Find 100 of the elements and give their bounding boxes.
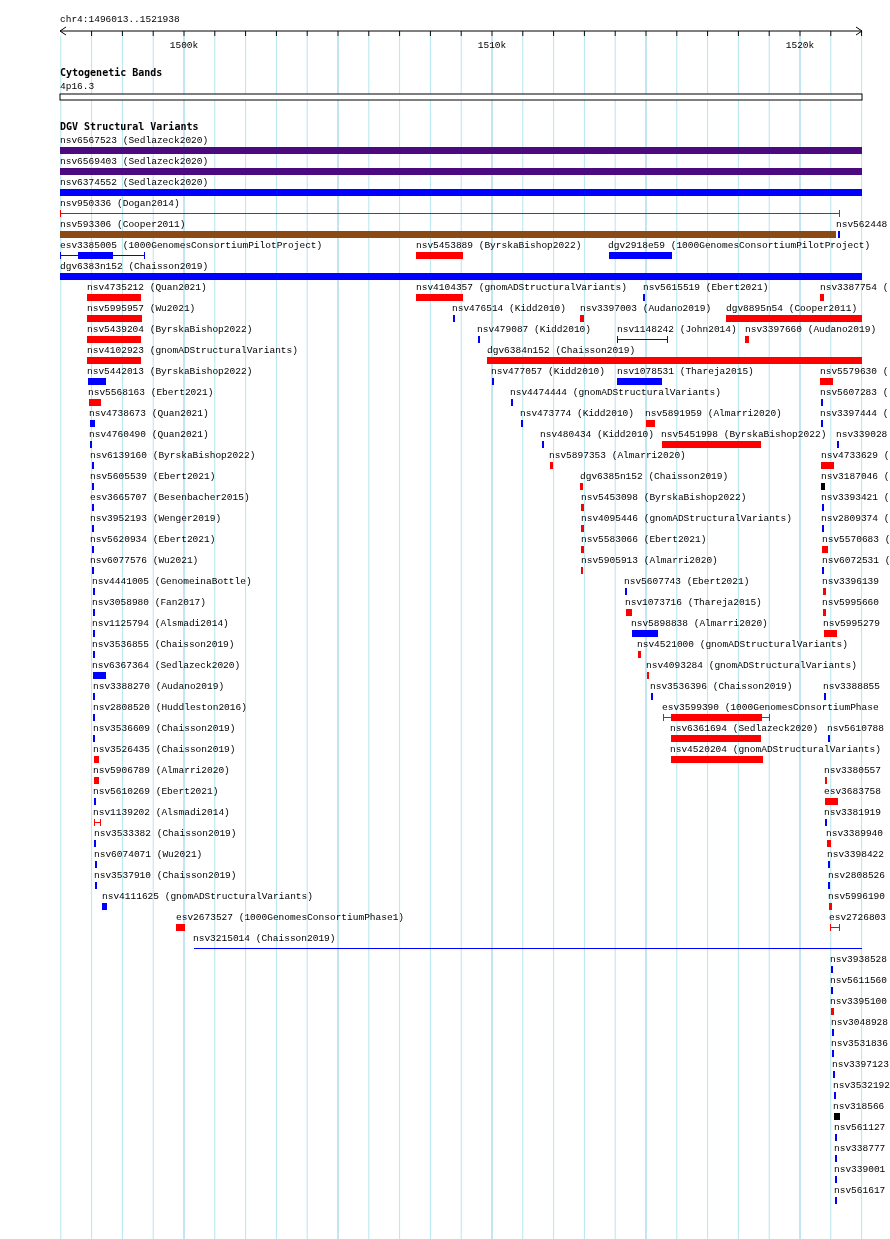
feature-label: nsv4474444 (gnomADStructuralVariants) xyxy=(510,387,721,398)
feature-label: nsv338777 xyxy=(834,1143,886,1154)
feature-label: nsv6077576 (Wu2021) xyxy=(90,555,199,566)
feature-label: nsv1073716 (Thareja2015) xyxy=(625,597,762,608)
feature-label: nsv3397003 (Audano2019) xyxy=(580,303,712,314)
feature-label: nsv3393421 ( xyxy=(821,492,890,503)
feature-label: dgv2918e59 (1000GenomesConsortiumPilotProject) xyxy=(608,240,871,251)
feature-label: nsv5610788 xyxy=(827,723,884,734)
feature-label: nsv3058980 (Fan2017) xyxy=(92,597,207,608)
feature-label: nsv4735212 (Quan2021) xyxy=(87,282,207,293)
feature-label: dgv8895n54 (Cooper2011) xyxy=(726,303,858,314)
feature-label: nsv6361694 (Sedlazeck2020) xyxy=(670,723,819,734)
feature-label: nsv3536396 (Chaisson2019) xyxy=(650,681,793,692)
feature-label: nsv479087 (Kidd2010) xyxy=(477,324,592,335)
feature-label: esv3385005 (1000GenomesConsortiumPilotProject) xyxy=(60,240,323,251)
feature-label: dgv6384n152 (Chaisson2019) xyxy=(487,345,636,356)
feature-label: nsv3536855 (Chaisson2019) xyxy=(92,639,235,650)
feature-label: nsv950336 (Dogan2014) xyxy=(60,198,180,209)
feature-label: nsv4521000 (gnomADStructuralVariants) xyxy=(637,639,848,650)
tick-label: 1510k xyxy=(477,40,507,51)
feature-label: nsv3952193 (Wenger2019) xyxy=(90,513,222,524)
feature-label: nsv3048928 xyxy=(831,1017,888,1028)
feature-label: nsv5579630 ( xyxy=(820,366,889,377)
feature-label: nsv480434 (Kidd2010) xyxy=(540,429,655,440)
feature-label: nsv3187046 ( xyxy=(821,471,890,482)
feature-label: nsv4111625 (gnomADStructuralVariants) xyxy=(102,891,313,902)
feature-label: nsv5607283 ( xyxy=(820,387,889,398)
feature-label: nsv562448 xyxy=(836,219,888,230)
tick-label: 1500k xyxy=(169,40,199,51)
feature-label: nsv5570683 ( xyxy=(822,534,890,545)
feature-label: nsv5451998 (ByrskaBishop2022) xyxy=(661,429,827,440)
feature-label: nsv5610269 (Ebert2021) xyxy=(93,786,219,797)
feature-label: nsv6367364 (Sedlazeck2020) xyxy=(92,660,241,671)
feature-label: esv3665707 (Besenbacher2015) xyxy=(90,492,250,503)
feature-label: nsv5898838 (Almarri2020) xyxy=(631,618,768,629)
feature-label: nsv2808520 (Huddleston2016) xyxy=(93,702,247,713)
feature-label: nsv1078531 (Thareja2015) xyxy=(617,366,754,377)
feature-label: nsv5568163 (Ebert2021) xyxy=(88,387,214,398)
feature-label: nsv1139202 (Alsmadi2014) xyxy=(93,807,230,818)
feature-label: nsv3938528 xyxy=(830,954,887,965)
location-label: chr4:1496013..1521938 xyxy=(60,14,180,25)
feature-label: nsv3381919 xyxy=(824,807,881,818)
track-title: DGV Structural Variants xyxy=(60,121,199,132)
feature-label: nsv1125794 (Alsmadi2014) xyxy=(92,618,229,629)
feature-label: nsv5611560 xyxy=(830,975,887,986)
feature-label: nsv3215014 (Chaisson2019) xyxy=(193,933,336,944)
feature-label: nsv3387754 ( xyxy=(820,282,889,293)
feature-label: nsv476514 (Kidd2010) xyxy=(452,303,567,314)
feature-label: nsv5995660 xyxy=(822,597,879,608)
feature-label: nsv4104357 (gnomADStructuralVariants) xyxy=(416,282,627,293)
feature-label: nsv5995279 xyxy=(823,618,880,629)
feature-label: nsv3536609 (Chaisson2019) xyxy=(93,723,236,734)
feature-label: nsv3533382 (Chaisson2019) xyxy=(94,828,237,839)
feature-label: nsv5605539 (Ebert2021) xyxy=(90,471,216,482)
feature-label: nsv4093284 (gnomADStructuralVariants) xyxy=(646,660,857,671)
track-title: Cytogenetic Bands xyxy=(60,67,163,78)
feature-label: nsv6567523 (Sedlazeck2020) xyxy=(60,135,209,146)
feature-label: nsv593306 (Cooper2011) xyxy=(60,219,186,230)
feature-label: esv3599390 (1000GenomesConsortiumPhase xyxy=(662,702,879,713)
feature-label: nsv3388855 xyxy=(823,681,880,692)
feature-label: nsv5439204 (ByrskaBishop2022) xyxy=(87,324,253,335)
feature-label: nsv3397660 (Audano2019) xyxy=(745,324,877,335)
feature-label: nsv4733629 ( xyxy=(821,450,890,461)
feature-label: nsv5620934 (Ebert2021) xyxy=(90,534,216,545)
feature-label: nsv561617 xyxy=(834,1185,886,1196)
feature-label: nsv3398422 xyxy=(827,849,884,860)
feature-label: esv2673527 (1000GenomesConsortiumPhase1) xyxy=(176,912,405,923)
feature-label: nsv3532192 xyxy=(833,1080,890,1091)
feature-label: esv2726803 xyxy=(829,912,886,923)
feature-label: nsv339001 xyxy=(834,1164,886,1175)
feature-label: nsv5906789 (Almarri2020) xyxy=(93,765,230,776)
feature-label: nsv3537910 (Chaisson2019) xyxy=(94,870,237,881)
feature-label: nsv6074071 (Wu2021) xyxy=(94,849,203,860)
feature-label: nsv3397123 xyxy=(832,1059,889,1070)
feature-label: nsv5453889 (ByrskaBishop2022) xyxy=(416,240,582,251)
feature-label: nsv473774 (Kidd2010) xyxy=(520,408,635,419)
feature-label: dgv6385n152 (Chaisson2019) xyxy=(580,471,729,482)
feature-label: nsv5453098 (ByrskaBishop2022) xyxy=(581,492,747,503)
feature-label: nsv5442013 (ByrskaBishop2022) xyxy=(87,366,253,377)
feature-label: nsv5891959 (Almarri2020) xyxy=(645,408,782,419)
tick-label: 1520k xyxy=(785,40,815,51)
feature-label: nsv5583066 (Ebert2021) xyxy=(581,534,707,545)
feature-label: nsv5996190 xyxy=(828,891,885,902)
feature-label: esv3683758 xyxy=(824,786,881,797)
feature-label: nsv2808526 xyxy=(828,870,885,881)
feature-label: nsv4095446 (gnomADStructuralVariants) xyxy=(581,513,792,524)
feature-label: nsv2809374 ( xyxy=(821,513,890,524)
feature-label: nsv5905913 (Almarri2020) xyxy=(581,555,718,566)
feature-label: nsv6569403 (Sedlazeck2020) xyxy=(60,156,209,167)
feature-label: nsv5897353 (Almarri2020) xyxy=(549,450,686,461)
feature-label: nsv4738673 (Quan2021) xyxy=(89,408,209,419)
feature-label: nsv4760490 (Quan2021) xyxy=(89,429,209,440)
feature-label: nsv561127 xyxy=(834,1122,886,1133)
feature-label: nsv318566 xyxy=(833,1101,885,1112)
feature-label: nsv5607743 (Ebert2021) xyxy=(624,576,750,587)
feature-label: nsv3389940 xyxy=(826,828,883,839)
band-label: 4p16.3 xyxy=(60,81,95,92)
feature-label: nsv3526435 (Chaisson2019) xyxy=(93,744,236,755)
feature-label: nsv3396139 xyxy=(822,576,879,587)
feature-label: nsv339028 xyxy=(836,429,888,440)
